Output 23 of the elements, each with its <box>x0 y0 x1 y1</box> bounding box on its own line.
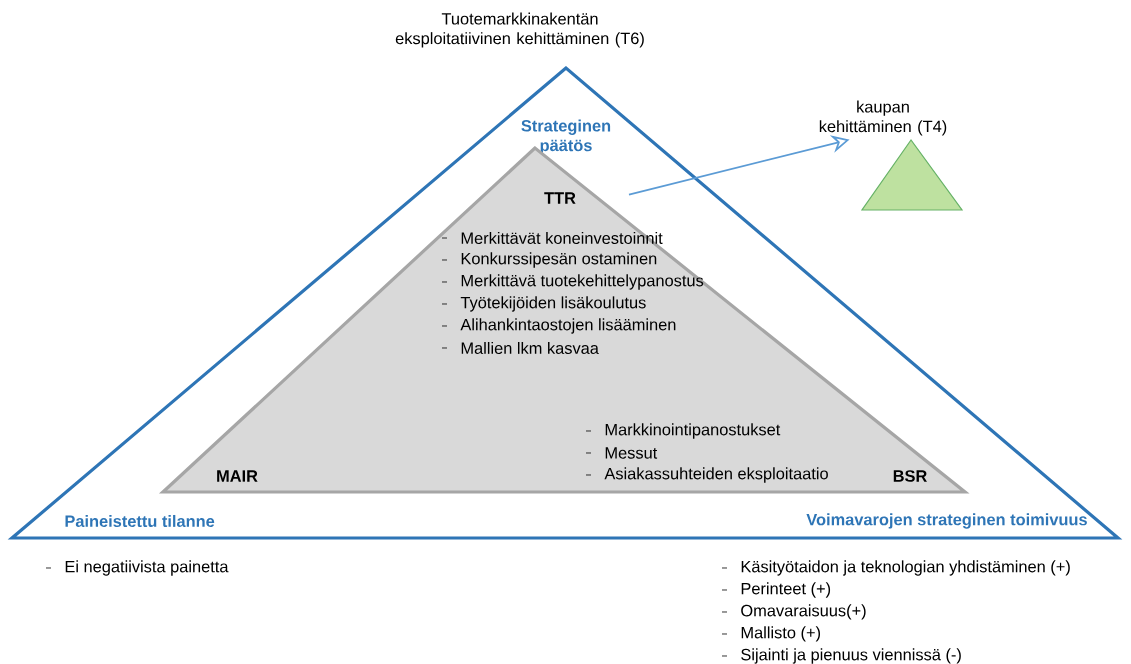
corner-heading: Voimavarojen strateginen toimivuus <box>806 513 1087 529</box>
list-item: Konkurssipesän ostaminen <box>441 252 657 268</box>
list-item: Mallisto (+) <box>721 626 820 642</box>
heading: kaupan kehittäminen (T4) <box>819 100 947 136</box>
list-item: Ei negatiivista painetta <box>45 560 229 576</box>
list-item: Markkinointipanostukset <box>585 423 781 439</box>
list-item: Käsityötaidon ja teknologian yhdistäminen (+) <box>721 560 1070 576</box>
list-item: Alihankintaostojen lisääminen <box>441 318 676 334</box>
corner-heading: Paineistettu tilanne <box>65 514 215 527</box>
list-item: Asiakassuhteiden eksploitaatio <box>585 467 828 483</box>
list-item: Mallien lkm kasvaa <box>441 341 599 354</box>
corner-label: BSR <box>893 470 927 482</box>
list-item: Messut <box>585 447 658 459</box>
corner-label: TTR <box>544 192 576 204</box>
corner-label: MAIR <box>217 470 258 482</box>
list-item: Sijainti ja pienuus viennissä (-) <box>721 648 961 664</box>
list-item: Merkittävät koneinvestoinnit <box>441 231 663 244</box>
list-item: Työtekijöiden lisäkoulutus <box>441 296 646 312</box>
list-item: Perinteet (+) <box>721 582 831 598</box>
corner-heading: Strateginen päätös <box>521 119 611 155</box>
heading: Tuotemarkkinakentän eksploitatiivinen kehittäminen (T6) <box>395 12 644 48</box>
list-item: Omavaraisuus(+) <box>721 604 866 620</box>
list-item: Merkittävä tuotekehittelypanostus <box>441 274 704 290</box>
